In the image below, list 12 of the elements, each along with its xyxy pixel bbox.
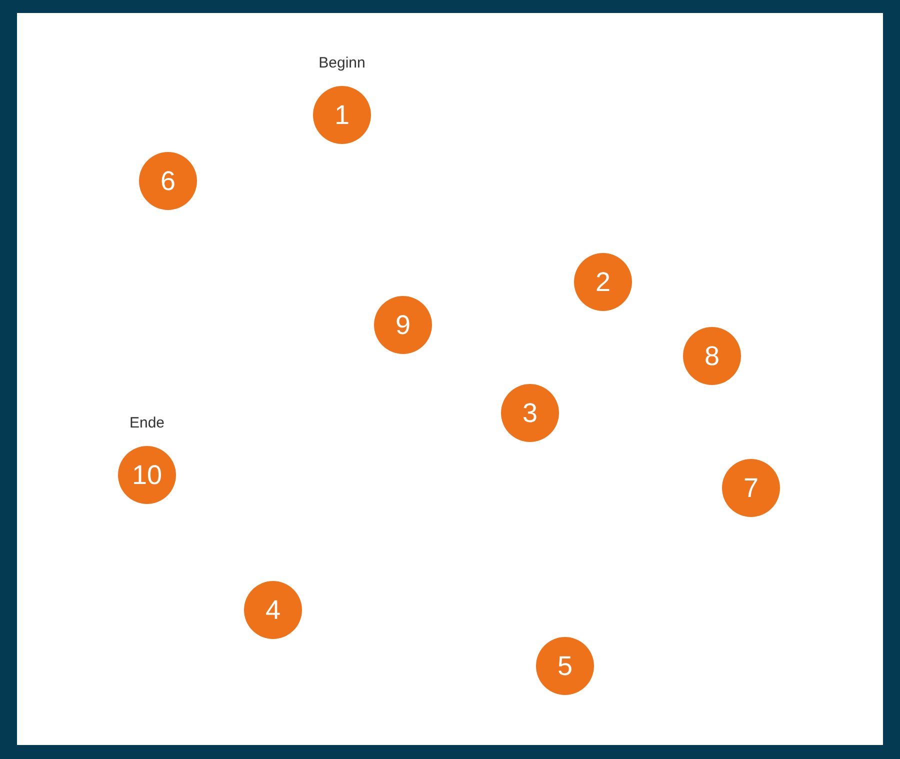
- step-circle: 9: [374, 296, 432, 354]
- step-circle: 2: [574, 253, 632, 311]
- step-circle: 6: [139, 152, 197, 210]
- step-circle: 7: [722, 459, 780, 517]
- step-circle: 3: [501, 384, 559, 442]
- step-circle: 10: [118, 446, 176, 504]
- step-caption: Beginn: [318, 54, 366, 72]
- step-caption: Ende: [129, 414, 165, 432]
- step-circle: 4: [244, 581, 302, 639]
- step-circle: 8: [683, 327, 741, 385]
- step-circle: 5: [536, 637, 594, 695]
- step-circle: 1: [313, 86, 371, 144]
